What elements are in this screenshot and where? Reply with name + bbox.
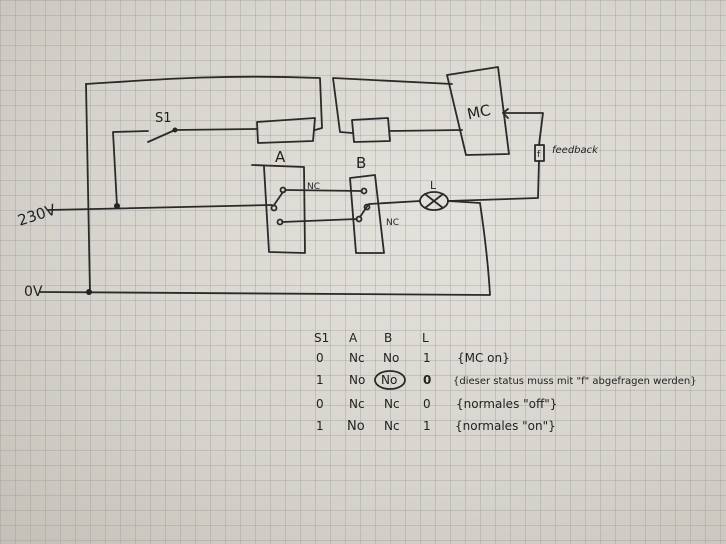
- table-header-l: L: [422, 331, 429, 345]
- cell-b: No: [381, 373, 397, 387]
- cell-l: 0: [423, 397, 431, 411]
- cell-s1: 0: [316, 397, 324, 411]
- junction-0v: [86, 289, 92, 295]
- table-row: 0 Nc Nc 0 {normales "off"}: [316, 397, 557, 411]
- relay-b-switch-arm: [359, 204, 369, 218]
- cell-note: {dieser status muss mit "f" abgefragen w…: [453, 376, 697, 387]
- coil-a: [256, 117, 316, 144]
- cell-b: No: [383, 351, 399, 365]
- wire-b-to-lamp: [368, 200, 421, 205]
- cell-a: No: [347, 419, 365, 434]
- label-lamp: L: [430, 179, 437, 192]
- microcontroller-box[interactable]: [446, 66, 510, 156]
- cell-l: 1: [423, 351, 431, 365]
- wire-s1-to-coil-a: [174, 128, 258, 131]
- switch-s1[interactable]: [147, 129, 176, 143]
- cell-b: Nc: [384, 397, 400, 411]
- lamp-cross-icon: [424, 193, 444, 209]
- label-nc-b: NC: [386, 218, 399, 228]
- wire-a-nc-to-b: [284, 189, 363, 192]
- relay-a-switch-arm: [273, 191, 284, 206]
- table-header-a: A: [349, 331, 358, 345]
- label-mc: MC: [466, 101, 493, 123]
- table-row: 1 No No 0 {dieser status muss mit "f" ab…: [316, 370, 697, 390]
- cell-l: 1: [423, 419, 431, 433]
- cell-b: Nc: [384, 419, 400, 433]
- highlight-circle: [374, 370, 406, 390]
- wire-230v: [47, 204, 273, 211]
- label-s1: S1: [155, 111, 172, 126]
- relay-b-box[interactable]: [349, 174, 385, 254]
- relay-b-contact-2: [355, 215, 363, 223]
- label-0v: 0V: [24, 284, 43, 300]
- label-230v: 230V: [15, 200, 58, 229]
- wire-top-loop: [85, 75, 323, 131]
- table-header-b: B: [384, 331, 392, 345]
- cell-note: {MC on}: [457, 351, 510, 365]
- cell-note: {normales "off"}: [456, 397, 557, 411]
- wire-feedback-down: [447, 160, 540, 202]
- cell-note: {normales "on"}: [455, 419, 556, 433]
- wire-s1-branch: [112, 130, 149, 207]
- label-nc-a: NC: [307, 182, 320, 192]
- label-feedback-box: f: [537, 150, 541, 160]
- truth-table: S1 A B L 0 Nc No 1 {MC on} 1 No No 0 {di…: [314, 331, 697, 434]
- table-row: 1 No Nc 1 {normales "on"}: [316, 419, 556, 434]
- table-header-s1: S1: [314, 331, 329, 345]
- label-relay-b: B: [356, 154, 366, 172]
- cell-a: Nc: [349, 397, 365, 411]
- label-feedback: feedback: [552, 145, 599, 156]
- cell-l: 0: [423, 373, 431, 387]
- table-row: 0 Nc No 1 {MC on}: [316, 351, 510, 365]
- wire-mc-loop: [332, 77, 453, 134]
- relay-a-common: [270, 204, 278, 212]
- wire-lamp-out: [447, 200, 481, 204]
- wire-coil-b-to-mc: [389, 129, 463, 132]
- cell-s1: 1: [316, 373, 324, 387]
- relay-b-common: [363, 203, 371, 211]
- label-relay-a: A: [275, 148, 286, 166]
- cell-s1: 1: [316, 419, 324, 433]
- wire-feedback: [502, 112, 544, 146]
- wire-left-vertical: [85, 83, 91, 294]
- relay-a-box[interactable]: [251, 164, 306, 254]
- cell-a: Nc: [349, 351, 365, 365]
- cell-s1: 0: [316, 351, 324, 365]
- wire-0v: [39, 202, 491, 296]
- relay-b-contact-1: [360, 187, 368, 195]
- wire-a-no-to-b: [281, 218, 358, 223]
- feedback-arrow-icon: [502, 108, 509, 119]
- coil-b: [351, 117, 391, 143]
- cell-a: No: [349, 373, 365, 387]
